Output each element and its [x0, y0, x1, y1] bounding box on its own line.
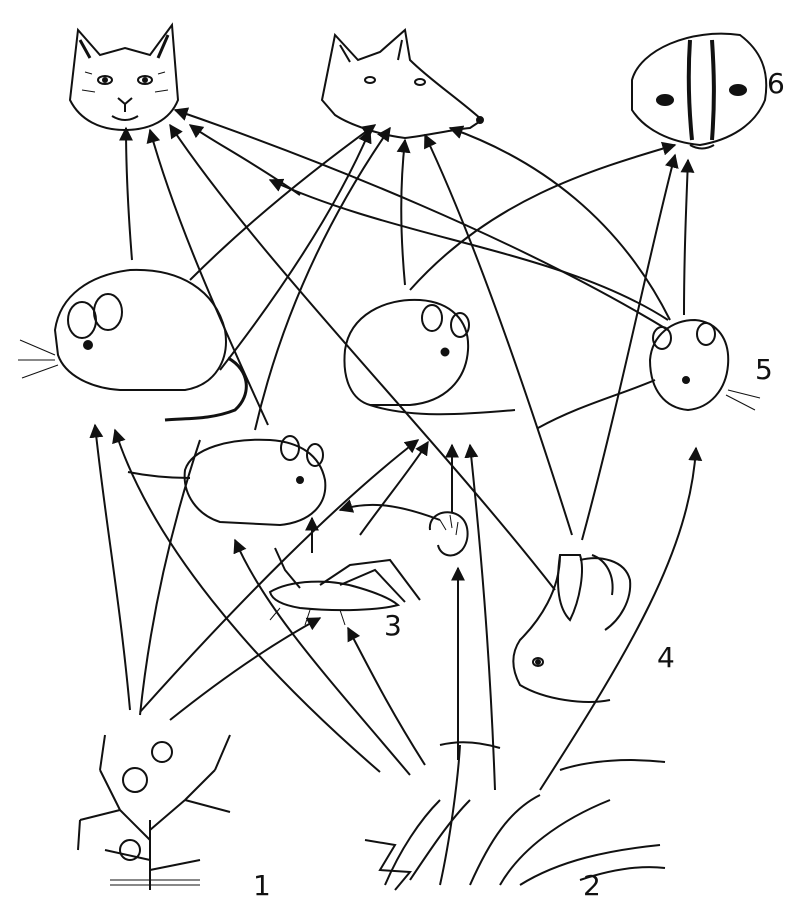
- arrow-hare-to-lynx: [170, 125, 555, 590]
- arrow-shrub-to-pocketmouse: [140, 440, 418, 712]
- arrow-grass-to-pocketmouse: [470, 445, 495, 790]
- food-web-arrows: [95, 110, 696, 790]
- mouse-icon: [538, 320, 760, 428]
- arrow-deermouse1-to-coyote: [255, 128, 390, 430]
- arrow-insect-to-pocketmouse: [360, 442, 428, 535]
- arrow-shrub-to-insect: [170, 618, 320, 720]
- label-4: 4: [657, 644, 675, 672]
- label-5: 5: [755, 356, 773, 384]
- badger-icon: [632, 34, 766, 149]
- arrow-shrub2-to-woodrat: [140, 440, 200, 715]
- arrow-sw-to-coyote: [220, 130, 370, 370]
- deer-mouse-icon: [128, 436, 325, 525]
- arrow-hare-to-coyote: [425, 135, 572, 535]
- shrub-icon: [78, 735, 230, 890]
- label-2: 2: [583, 872, 601, 900]
- arrow-grass-to-woodrat: [115, 430, 380, 772]
- arrow-woodrat-to-badger: [270, 180, 668, 320]
- arrow-pocketmouse-to-coyote: [401, 140, 405, 285]
- hare-icon: [513, 555, 630, 702]
- arrow-larva-to-deermouse: [340, 505, 440, 520]
- label-1: 1: [253, 872, 271, 900]
- grass-icon: [365, 742, 665, 890]
- arrow-hare-to-badger: [582, 155, 675, 540]
- label-6: 6: [767, 70, 785, 98]
- arrow-mouse5-to-badger: [684, 160, 688, 315]
- woodrat-icon: [18, 270, 246, 420]
- lynx-icon: [70, 25, 178, 130]
- arrow-mouse5-to-lynx: [175, 110, 668, 330]
- pocket-mouse-icon: [344, 300, 515, 414]
- arrow-shrub-to-woodrat: [95, 425, 130, 710]
- label-3: 3: [384, 612, 402, 640]
- arrow-grass-to-insect: [348, 628, 425, 765]
- arrow-woodrat-to-lynx: [126, 128, 132, 260]
- coyote-icon: [322, 30, 483, 138]
